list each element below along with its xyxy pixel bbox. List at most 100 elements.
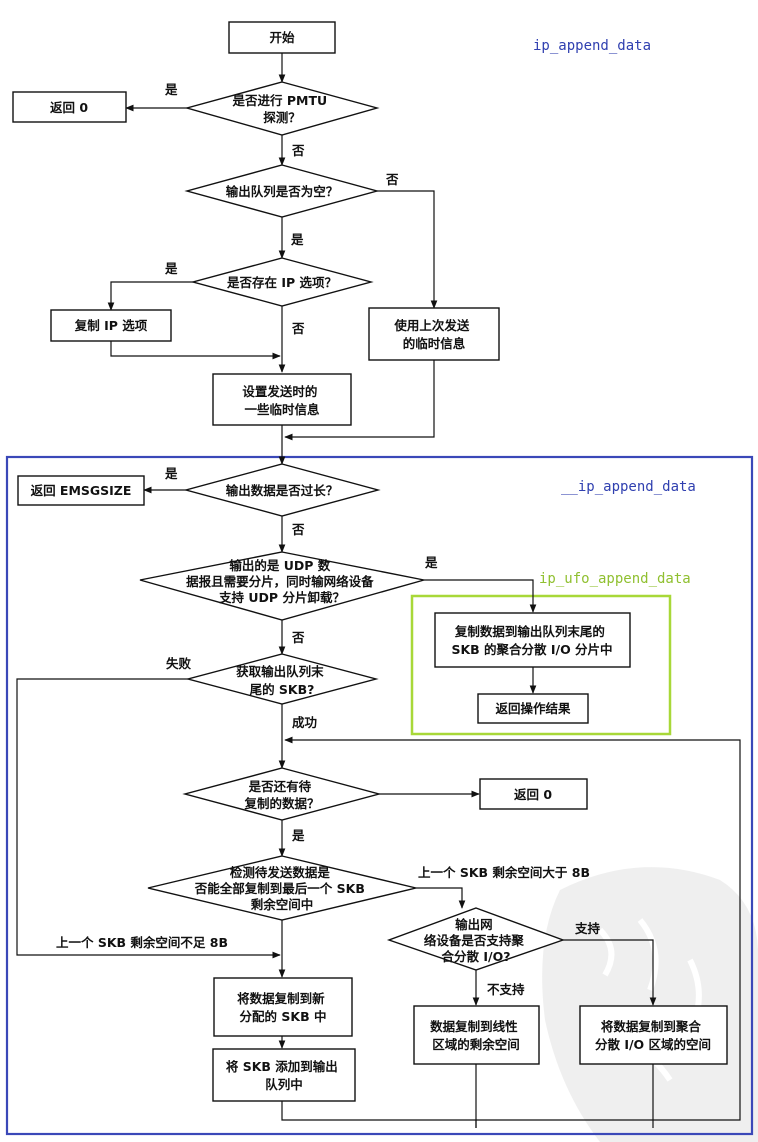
edges: [16, 53, 741, 1128]
edge-label-sg-no: 不支持: [487, 982, 525, 997]
edge-label-fit-less: 上一个 SKB 剩余空间不足 8B: [56, 935, 228, 950]
node-copy-sg: 将数据复制到聚合 分散 I/O 区域的空间: [579, 1005, 728, 1065]
node-check-fit-line-1: 检测待发送数据是: [230, 865, 331, 880]
node-sg-support-line-2: 络设备是否支持聚: [424, 933, 525, 948]
svg-text:是否还有待 复制的数据？: 是否还有待 复制的数据？: [243, 779, 319, 811]
edge-label-udp-yes: 是: [424, 555, 438, 570]
svg-text:数据复制到线性 区域的剩余空间: 数据复制到线性 区域的剩余空间: [429, 1019, 522, 1052]
node-return-0-mid-line: 返回 0: [514, 787, 552, 802]
node-get-tail-line-1: 获取输出队列末: [236, 664, 324, 679]
edge-label-udp-no: 否: [291, 630, 305, 645]
ufo-function-frame: [410, 594, 672, 736]
node-return-0-top: 返回 0: [12, 91, 127, 123]
edge-label-more-yes: 是: [291, 828, 305, 843]
node-udp-line-1: 输出的是 UDP 数: [229, 558, 330, 573]
svg-text:是否存在 IP 选项？: 是否存在 IP 选项？: [226, 275, 337, 290]
node-more-data-line-2: 复制的数据？: [243, 796, 319, 811]
edge-label-queue-no: 否: [385, 172, 399, 187]
svg-text:使用上次发送 的临时信息: 使用上次发送 的临时信息: [393, 318, 473, 351]
node-return-0-top-line: 返回 0: [50, 100, 88, 115]
node-copy-new-skb-line-2: 分配的 SKB 中: [240, 1009, 327, 1024]
node-ufo-copy-line-2: SKB 的聚合分散 I/O 分片中: [451, 642, 612, 657]
node-udp-decision: 输出的是 UDP 数 据报且需要分片，同时输网络设备 支持 UDP 分片卸载？: [139, 551, 425, 621]
svg-text:将数据复制到聚合 分散 I/O 区域的空间: 将数据复制到聚合 分散 I/O 区域的空间: [595, 1019, 711, 1052]
node-queue-empty-decision: 输出队列是否为空？: [184, 164, 380, 218]
node-return-0-mid: 返回 0: [479, 778, 588, 810]
node-use-last-info: 使用上次发送 的临时信息: [368, 307, 500, 361]
svg-text:输出队列是否为空？: 输出队列是否为空？: [226, 184, 339, 199]
node-add-skb-line-2: 队列中: [265, 1077, 303, 1092]
node-set-temp-info-line-1: 设置发送时的: [242, 384, 317, 399]
svg-text:返回 EMSGSIZE: 返回 EMSGSIZE: [31, 483, 132, 498]
svg-text:开始: 开始: [269, 30, 295, 45]
node-copy-ip-options: 复制 IP 选项: [50, 309, 172, 342]
node-ip-options-line: 是否存在 IP 选项？: [226, 275, 337, 290]
edge-label-pmtu-no: 否: [291, 143, 305, 158]
node-pmtu-decision: 是否进行 PMTU 探测？: [184, 81, 380, 136]
node-copy-linear: 数据复制到线性 区域的剩余空间: [413, 1005, 540, 1065]
node-check-fit-line-3: 剩余空间中: [251, 897, 314, 912]
node-copy-ip-options-line: 复制 IP 选项: [74, 318, 148, 333]
node-more-data-line-1: 是否还有待: [248, 779, 312, 794]
node-sg-support-line-1: 输出网: [455, 917, 493, 932]
node-udp-line-3: 支持 UDP 分片卸载？: [218, 590, 345, 605]
svg-text:返回操作结果: 返回操作结果: [495, 701, 571, 716]
svg-text:返回 0: 返回 0: [514, 787, 552, 802]
svg-text:输出数据是否过长？: 输出数据是否过长？: [226, 483, 339, 498]
node-ufo-return: 返回操作结果: [477, 693, 589, 724]
svg-text:输出网 络设备是否支持聚 合分散 I: 输出网 络设备是否支持聚 合分散 I/O?: [424, 917, 528, 964]
svg-text:获取输出队列末 尾的 SKB?: 获取输出队列末 尾的 SKB?: [236, 664, 328, 697]
edge-label-tail-fail: 失败: [166, 656, 192, 671]
edge-label-long-yes: 是: [164, 466, 178, 481]
svg-text:是否进行 PMTU 探测？: 是否进行 PMTU 探测？: [232, 93, 332, 125]
inner-function-frame: [5, 455, 754, 1136]
node-ufo-copy-line-1: 复制数据到输出队列末尾的: [454, 624, 605, 639]
svg-text:将数据复制到新 分配的 SKB 中: 将数据复制到新 分配的 SKB 中: [237, 991, 329, 1024]
ufo-append-data-label: ip_ufo_append_data: [539, 571, 691, 587]
node-queue-empty-line: 输出队列是否为空？: [226, 184, 339, 199]
node-pmtu-line-1: 是否进行 PMTU: [232, 93, 328, 108]
node-start-line: 开始: [269, 30, 295, 45]
node-more-data-decision: 是否还有待 复制的数据？: [182, 767, 382, 821]
node-get-tail-decision: 获取输出队列末 尾的 SKB?: [185, 653, 379, 705]
node-add-skb: 将 SKB 添加到输出 队列中: [212, 1048, 356, 1102]
node-start: 开始: [228, 21, 336, 54]
node-set-temp-info-line-2: 一些临时信息: [244, 402, 320, 417]
node-copy-sg-line-1: 将数据复制到聚合: [601, 1019, 702, 1034]
node-sg-support-decision: 输出网 络设备是否支持聚 合分散 I/O?: [386, 907, 566, 971]
node-copy-linear-line-1: 数据复制到线性: [429, 1019, 518, 1034]
node-pmtu-line-2: 探测？: [263, 110, 301, 125]
node-add-skb-line-1: 将 SKB 添加到输出: [226, 1059, 338, 1074]
node-ufo-copy: 复制数据到输出队列末尾的 SKB 的聚合分散 I/O 分片中: [434, 612, 631, 668]
node-check-fit-decision: 检测待发送数据是 否能全部复制到最后一个 SKB 剩余空间中: [147, 855, 417, 921]
edge-label-pmtu-yes: 是: [164, 82, 178, 97]
edge-label-long-no: 否: [291, 522, 305, 537]
node-return-emsgsize-line: 返回 EMSGSIZE: [31, 483, 132, 498]
node-too-long-line: 输出数据是否过长？: [226, 483, 339, 498]
node-too-long-decision: 输出数据是否过长？: [183, 463, 381, 517]
node-copy-linear-line-2: 区域的剩余空间: [432, 1037, 520, 1052]
svg-text:设置发送时的 一些临时信息: 设置发送时的 一些临时信息: [242, 384, 321, 417]
inner-append-data-label: __ip_append_data: [561, 479, 696, 495]
svg-text:复制数据到输出队列末尾的 SKB 的聚合分散 I: 复制数据到输出队列末尾的 SKB 的聚合分散 I/O 分片中: [451, 624, 612, 657]
node-return-emsgsize: 返回 EMSGSIZE: [17, 475, 145, 506]
svg-text:检测待发送数据是 否能全部复制到最后一个 SKB: 检测待发送数据是 否能全部复制到最后一个 SKB 剩余空间中: [194, 865, 369, 912]
node-copy-sg-line-2: 分散 I/O 区域的空间: [595, 1037, 711, 1052]
node-get-tail-line-2: 尾的 SKB?: [250, 682, 315, 697]
edge-label-fit-greater: 上一个 SKB 剩余空间大于 8B: [418, 865, 590, 880]
node-set-temp-info: 设置发送时的 一些临时信息: [212, 373, 352, 426]
svg-text:复制 IP 选项: 复制 IP 选项: [74, 318, 148, 333]
node-use-last-info-line-2: 的临时信息: [403, 336, 466, 351]
node-udp-line-2: 据报且需要分片，同时输网络设备: [186, 574, 374, 589]
node-use-last-info-line-1: 使用上次发送: [393, 318, 470, 333]
ip-append-data-label: ip_append_data: [533, 38, 651, 54]
watermark-seal: [542, 867, 758, 1142]
edge-label-queue-yes: 是: [290, 232, 304, 247]
node-copy-new-skb: 将数据复制到新 分配的 SKB 中: [213, 977, 353, 1037]
svg-text:返回 0: 返回 0: [50, 100, 88, 115]
edge-label-tail-ok: 成功: [292, 715, 317, 730]
node-ip-options-decision: 是否存在 IP 选项？: [190, 257, 374, 307]
node-check-fit-line-2: 否能全部复制到最后一个 SKB: [194, 881, 365, 896]
edge-labels: 是 否 否 是 是 否 是 否 是 否 失败 成功 是 上一个 SKB 剩余空间…: [56, 82, 601, 997]
